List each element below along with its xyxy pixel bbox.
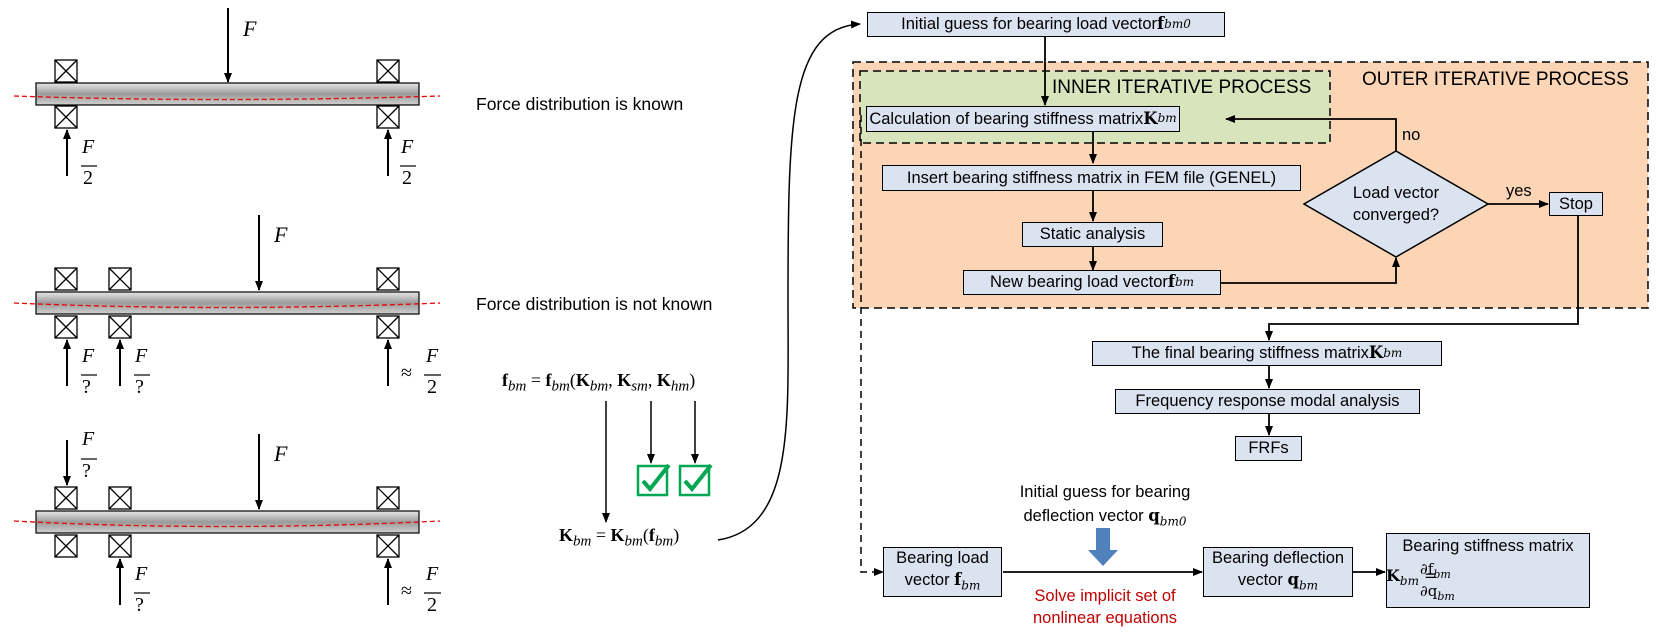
shaft-diagram-3 [13, 434, 441, 605]
stiffness-formula-denominator: ∂qbm [1420, 582, 1455, 603]
bearing-top-a-3 [54, 486, 78, 510]
fraction-denominator: 2 [83, 167, 93, 189]
fraction-denominator: 2 [427, 376, 437, 398]
yes-label: yes [1506, 182, 1532, 200]
arrow-no-loop [1225, 115, 1397, 151]
bearing-top-a-2 [54, 267, 78, 291]
bearing-top-right-1 [376, 59, 400, 83]
bearing-top-b-3 [108, 486, 132, 510]
fraction-numerator: F [82, 428, 95, 450]
shaft-3 [35, 510, 420, 534]
bearing-bottom-b-3 [108, 534, 132, 558]
shaft-2 [35, 291, 420, 315]
frfs-box: FRFs [1235, 436, 1302, 461]
caption-not-known: Force distribution is not known [476, 294, 713, 314]
deflection-curve-3 [13, 520, 441, 528]
inner-process-label: INNER ITERATIVE PROCESS [1052, 77, 1312, 98]
fraction-numerator: F [135, 563, 148, 585]
fraction-numerator: F [135, 345, 148, 367]
fraction-numerator: F [401, 136, 414, 158]
bearing-bottom-b-2 [108, 315, 132, 339]
bearing-deflection-box: Bearing deflection vector qbm [1203, 547, 1353, 597]
connector-curve-to-flowchart [717, 20, 861, 541]
fraction-denominator: 2 [402, 167, 412, 189]
bearing-top-b-2 [108, 267, 132, 291]
shaft-diagram-2 [13, 215, 441, 386]
equation-kbm: Kbm = Kbm(fbm) [559, 525, 680, 550]
bearing-top-left-1 [54, 59, 78, 83]
force-label: F [274, 222, 288, 247]
bearing-bottom-right-3 [376, 534, 400, 558]
bearing-bottom-right-2 [376, 315, 400, 339]
approx-symbol: ≈ [401, 362, 412, 384]
bearing-bottom-right-1 [376, 105, 400, 129]
bearing-top-right-2 [376, 267, 400, 291]
static-analysis-box: Static analysis [1022, 222, 1163, 247]
shaft-diagram-1 [13, 8, 441, 176]
force-label: F [243, 16, 257, 41]
down-arrow-icon [1088, 528, 1118, 566]
bearing-bottom-a-2 [54, 315, 78, 339]
caption-known: Force distribution is known [476, 94, 684, 114]
deflection-curve-2 [13, 302, 441, 309]
bearing-load-box: Bearing load vector fbm [883, 547, 1002, 597]
stop-box: Stop [1549, 192, 1603, 216]
bearing-stiffness-box: Bearing stiffness matrix [1386, 533, 1590, 608]
fraction-numerator: F [82, 136, 95, 158]
approx-symbol: ≈ [401, 580, 412, 602]
bearing-bottom-left-1 [54, 105, 78, 129]
fraction-denominator: ? [82, 376, 91, 398]
fraction-denominator: ? [135, 594, 144, 616]
freq-response-box: Frequency response modal analysis [1115, 389, 1420, 414]
stiffness-formula-numerator: ∂fbm [1420, 560, 1451, 581]
fraction-numerator: F [426, 563, 439, 585]
deflection-curve-1 [13, 95, 441, 101]
insert-fem-box: Insert bearing stiffness matrix in FEM f… [882, 165, 1301, 191]
fraction-numerator: F [82, 345, 95, 367]
no-label: no [1402, 126, 1421, 144]
outer-process-label: OUTER ITERATIVE PROCESS [1362, 69, 1629, 90]
checkmark-icon [678, 463, 713, 497]
fraction-denominator: ? [82, 460, 91, 482]
checkmark-icon [636, 463, 671, 497]
decision-diamond [1302, 150, 1490, 258]
force-label: F [274, 441, 288, 466]
equation-fbm: fbm = fbm(Kbm, Ksm, Khm) [502, 370, 696, 395]
stiffness-formula-lhs: Kbm = [1386, 566, 1438, 589]
dashed-arrow-to-load-vector [860, 115, 884, 576]
bearing-bottom-a-3 [54, 534, 78, 558]
fraction-numerator: F [426, 345, 439, 367]
fraction-denominator: ? [135, 376, 144, 398]
arrow-new-to-decision [1221, 257, 1400, 284]
calc-stiffness-box: Calculation of bearing stiffness matrix … [866, 106, 1180, 132]
initial-deflection-label: Initial guess for bearing deflection vec… [1019, 483, 1191, 529]
shaft-1 [35, 82, 420, 106]
arrow-stop-to-final [1265, 216, 1579, 341]
fraction-denominator: 2 [427, 594, 437, 616]
bearing-top-right-3 [376, 486, 400, 510]
